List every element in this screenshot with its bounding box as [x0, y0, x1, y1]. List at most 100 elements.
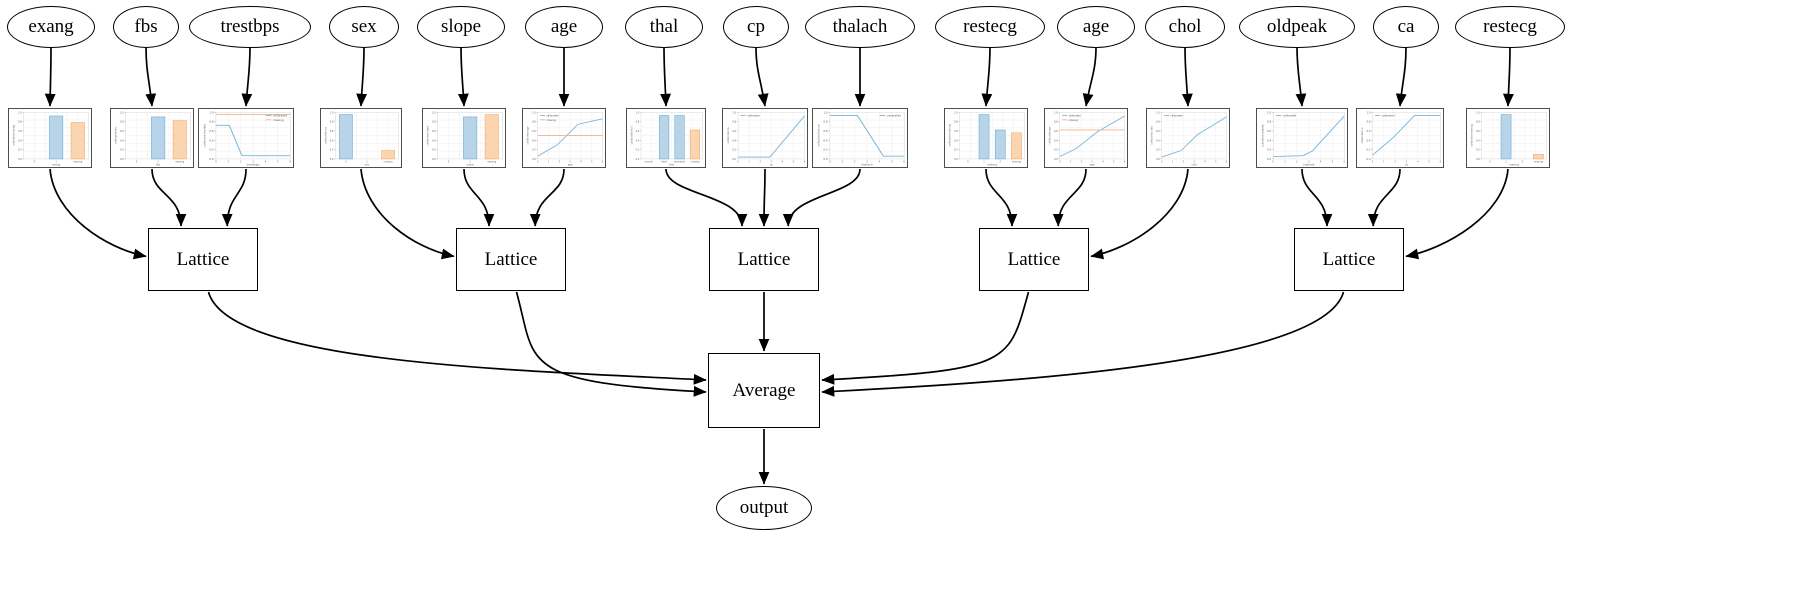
svg-text:0.2: 0.2	[330, 149, 334, 152]
svg-text:0.0: 0.0	[209, 157, 214, 161]
svg-text:2: 2	[854, 160, 856, 163]
svg-text:0.0: 0.0	[732, 158, 736, 161]
svg-text:6: 6	[1344, 160, 1346, 163]
svg-text:1.0: 1.0	[1366, 111, 1370, 114]
svg-text:0.0: 0.0	[330, 158, 334, 161]
svg-text:0: 0	[737, 160, 739, 163]
lattice-node-label: Lattice	[1007, 248, 1061, 270]
svg-text:4: 4	[265, 160, 267, 163]
input-node-fbs-1[interactable]: fbs	[113, 6, 179, 48]
svg-text:5: 5	[1113, 160, 1115, 163]
svg-text:0.4: 0.4	[1054, 139, 1058, 142]
svg-text:0: 0	[345, 160, 347, 163]
input-node-restecg-14[interactable]: restecg	[1455, 6, 1565, 48]
svg-text:3: 3	[1091, 160, 1093, 163]
input-node-exang-0[interactable]: exang	[7, 6, 95, 48]
input-node-restecg-9[interactable]: restecg	[935, 6, 1045, 48]
svg-text:0.0: 0.0	[823, 157, 828, 161]
svg-text:0.2: 0.2	[823, 148, 828, 152]
svg-text:calibrated slope: calibrated slope	[426, 125, 430, 145]
lattice-node-3[interactable]: Lattice	[979, 228, 1089, 291]
svg-text:1.0: 1.0	[1156, 111, 1160, 114]
svg-text:5: 5	[591, 160, 593, 163]
svg-text:1.0: 1.0	[732, 111, 736, 114]
svg-text:1: 1	[469, 160, 471, 163]
svg-text:trestbps: trestbps	[247, 163, 260, 167]
svg-text:4: 4	[1320, 160, 1322, 163]
svg-text:1: 1	[548, 160, 550, 163]
lattice-node-1[interactable]: Lattice	[456, 228, 566, 291]
svg-text:thal: thal	[669, 162, 674, 166]
input-node-chol-11[interactable]: chol	[1145, 6, 1225, 48]
svg-text:6: 6	[1440, 160, 1442, 163]
svg-text:thalach: thalach	[861, 163, 872, 167]
input-node-trestbps-2[interactable]: trestbps	[189, 6, 311, 48]
average-node[interactable]: Average	[708, 353, 820, 428]
output-node-label: output	[739, 497, 789, 518]
input-node-cp-7[interactable]: cp	[723, 6, 789, 48]
svg-text:0.4: 0.4	[1476, 139, 1480, 142]
svg-text:3: 3	[252, 160, 254, 163]
svg-text:2: 2	[240, 160, 242, 163]
svg-text:3: 3	[1193, 160, 1195, 163]
input-node-age-5[interactable]: age	[525, 6, 603, 48]
input-node-slope-4[interactable]: slope	[417, 6, 505, 48]
svg-text:0.4: 0.4	[330, 139, 334, 142]
svg-text:missing: missing	[73, 160, 83, 163]
input-node-sex-3[interactable]: sex	[329, 6, 399, 48]
svg-text:missing: missing	[273, 118, 284, 122]
svg-text:calibrated thal: calibrated thal	[630, 126, 633, 144]
svg-text:1: 1	[227, 160, 229, 163]
output-node[interactable]: output	[716, 486, 812, 530]
svg-text:calibrated ca: calibrated ca	[1360, 127, 1364, 144]
svg-text:1: 1	[841, 160, 843, 163]
svg-text:0: 0	[136, 160, 138, 163]
svg-text:0.0: 0.0	[1054, 158, 1058, 161]
svg-text:0.4: 0.4	[1156, 139, 1160, 142]
lattice-node-label: Lattice	[1322, 248, 1376, 270]
input-node-thal-6[interactable]: thal	[625, 6, 703, 48]
svg-text:missing: missing	[384, 160, 393, 163]
svg-text:calibrated restecg: calibrated restecg	[948, 124, 952, 147]
svg-text:fixed: fixed	[661, 160, 667, 163]
svg-text:3: 3	[866, 160, 868, 163]
input-node-age-10[interactable]: age	[1057, 6, 1135, 48]
svg-text:0: 0	[1489, 160, 1491, 163]
lattice-node-4[interactable]: Lattice	[1294, 228, 1404, 291]
svg-text:0.8: 0.8	[732, 121, 736, 124]
lattice-node-label: Lattice	[737, 248, 791, 270]
svg-text:missing: missing	[175, 160, 185, 163]
lattice-node-0[interactable]: Lattice	[148, 228, 258, 291]
svg-text:1.0: 1.0	[1054, 111, 1058, 114]
svg-text:1: 1	[1172, 160, 1174, 163]
input-node-thalach-8[interactable]: thalach	[805, 6, 915, 48]
input-node-ca-13[interactable]: ca	[1373, 6, 1439, 48]
svg-text:0.6: 0.6	[1476, 130, 1480, 133]
svg-text:0: 0	[34, 160, 36, 163]
svg-text:1: 1	[157, 160, 159, 163]
svg-text:0.6: 0.6	[823, 129, 828, 133]
svg-text:calibrated exang: calibrated exang	[12, 125, 16, 146]
svg-text:0.2: 0.2	[532, 149, 536, 152]
svg-text:1.0: 1.0	[954, 111, 958, 114]
input-node-oldpeak-12[interactable]: oldpeak	[1239, 6, 1355, 48]
lattice-node-2[interactable]: Lattice	[709, 228, 819, 291]
svg-text:0.6: 0.6	[432, 130, 436, 133]
svg-text:0.4: 0.4	[1267, 138, 1272, 142]
